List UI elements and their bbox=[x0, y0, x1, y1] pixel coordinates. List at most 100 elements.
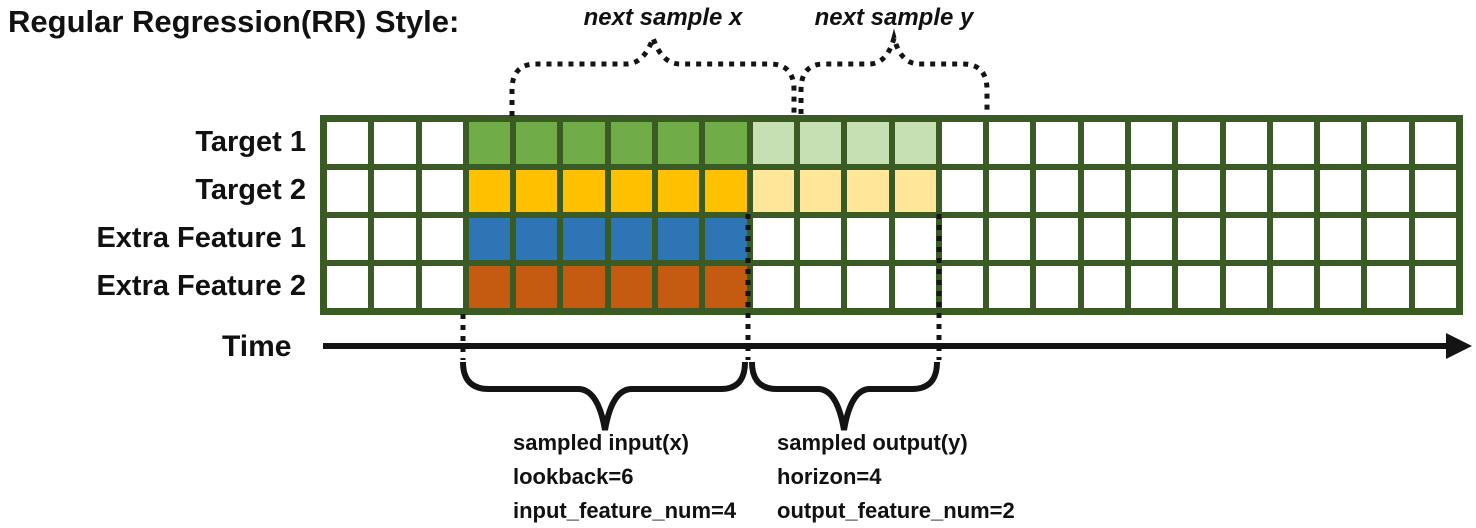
grid-cell bbox=[799, 218, 842, 260]
grid-cell bbox=[1225, 170, 1267, 212]
grid-cell bbox=[847, 122, 889, 164]
grid-cell bbox=[894, 218, 936, 260]
grid-cell bbox=[658, 170, 700, 212]
row-label-extra-feature-1: Extra Feature 1 bbox=[96, 222, 306, 254]
grid-cell bbox=[1130, 266, 1173, 308]
grid-cell bbox=[752, 170, 794, 212]
grid-cell bbox=[658, 218, 700, 260]
grid-cell bbox=[799, 170, 842, 212]
grid-cell bbox=[468, 170, 511, 212]
grid-cell bbox=[516, 170, 558, 212]
sampled-output-brace bbox=[749, 361, 940, 431]
grid-cell bbox=[1178, 122, 1220, 164]
grid-cell bbox=[941, 266, 984, 308]
grid-cell bbox=[516, 218, 558, 260]
grid-cell bbox=[421, 266, 463, 308]
grid-cell bbox=[327, 218, 369, 260]
grid-cell bbox=[894, 170, 936, 212]
grid-cell bbox=[989, 218, 1031, 260]
grid-cell bbox=[1367, 266, 1409, 308]
time-axis-arrowhead bbox=[1446, 333, 1472, 359]
row-label-target-1: Target 1 bbox=[195, 126, 306, 158]
grid-cell bbox=[421, 122, 463, 164]
grid-cell bbox=[468, 266, 511, 308]
grid-cell bbox=[1083, 122, 1125, 164]
grid-cell bbox=[421, 218, 463, 260]
grid-cell bbox=[1036, 266, 1078, 308]
grid-cell bbox=[421, 170, 463, 212]
grid-cell bbox=[894, 122, 936, 164]
grid-cell bbox=[516, 266, 558, 308]
grid-cell bbox=[1036, 122, 1078, 164]
grid-cell bbox=[658, 266, 700, 308]
grid-cell bbox=[1225, 218, 1267, 260]
grid-cell bbox=[1130, 170, 1173, 212]
next-sample-y-label: next sample y bbox=[814, 4, 974, 31]
time-grid bbox=[320, 115, 1463, 315]
grid-cell bbox=[989, 170, 1031, 212]
grid-cell bbox=[941, 122, 984, 164]
grid-cell bbox=[1178, 218, 1220, 260]
grid-cell bbox=[1320, 266, 1362, 308]
grid-cell bbox=[1272, 122, 1315, 164]
grid-cell bbox=[563, 122, 605, 164]
grid-cell bbox=[1083, 170, 1125, 212]
horizon-value: horizon=4 bbox=[777, 464, 882, 489]
grid-cell bbox=[847, 266, 889, 308]
grid-cell bbox=[563, 218, 605, 260]
grid-cell bbox=[1225, 266, 1267, 308]
grid-cell bbox=[894, 266, 936, 308]
grid-cell bbox=[1225, 122, 1267, 164]
grid-cell bbox=[468, 218, 511, 260]
grid-cell bbox=[941, 170, 984, 212]
grid-cell bbox=[799, 266, 842, 308]
grid-cell bbox=[1367, 218, 1409, 260]
grid-cell bbox=[327, 266, 369, 308]
grid-cell bbox=[1320, 170, 1362, 212]
grid-cell bbox=[941, 218, 984, 260]
grid-cell bbox=[1130, 218, 1173, 260]
grid-cell bbox=[752, 266, 794, 308]
sampled-input-brace bbox=[460, 361, 748, 431]
grid-cell bbox=[1414, 266, 1456, 308]
grid-cell bbox=[1083, 266, 1125, 308]
time-axis-label: Time bbox=[222, 330, 292, 363]
grid-cell bbox=[1414, 218, 1456, 260]
input-feature-num-value: input_feature_num=4 bbox=[513, 498, 737, 523]
grid-cell bbox=[1367, 122, 1409, 164]
grid-cell bbox=[705, 122, 747, 164]
next-sample-x-brace bbox=[509, 30, 797, 116]
grid-cell bbox=[374, 122, 416, 164]
grid-cell bbox=[1178, 266, 1220, 308]
grid-cell bbox=[1414, 122, 1456, 164]
grid-cell bbox=[752, 122, 794, 164]
output-feature-num-value: output_feature_num=2 bbox=[777, 498, 1015, 523]
grid-cell bbox=[1272, 218, 1315, 260]
grid-cell bbox=[1036, 218, 1078, 260]
grid-cell bbox=[468, 122, 511, 164]
sampled-input-annotation: sampled input(x) lookback=6 input_featur… bbox=[513, 426, 736, 528]
sampled-output-title: sampled output(y) bbox=[777, 430, 968, 455]
grid-cell bbox=[327, 170, 369, 212]
sampled-input-title: sampled input(x) bbox=[513, 430, 690, 455]
grid-cell bbox=[374, 218, 416, 260]
grid-cell bbox=[1320, 122, 1362, 164]
sampled-output-annotation: sampled output(y) horizon=4 output_featu… bbox=[777, 426, 1015, 528]
grid-cell bbox=[1036, 170, 1078, 212]
grid-cell bbox=[610, 266, 653, 308]
grid-cell bbox=[1367, 170, 1409, 212]
grid-cell bbox=[847, 218, 889, 260]
grid-cell bbox=[1320, 218, 1362, 260]
grid-cell bbox=[799, 122, 842, 164]
row-label-target-2: Target 2 bbox=[195, 174, 306, 206]
grid-cell bbox=[705, 218, 747, 260]
grid-cell bbox=[1272, 170, 1315, 212]
grid-cell bbox=[1414, 170, 1456, 212]
grid-cell bbox=[563, 266, 605, 308]
grid-cell bbox=[989, 122, 1031, 164]
grid-cell bbox=[705, 170, 747, 212]
grid-cell bbox=[563, 170, 605, 212]
grid-cell bbox=[658, 122, 700, 164]
grid-cell bbox=[1130, 122, 1173, 164]
next-sample-x-label: next sample x bbox=[583, 4, 743, 31]
